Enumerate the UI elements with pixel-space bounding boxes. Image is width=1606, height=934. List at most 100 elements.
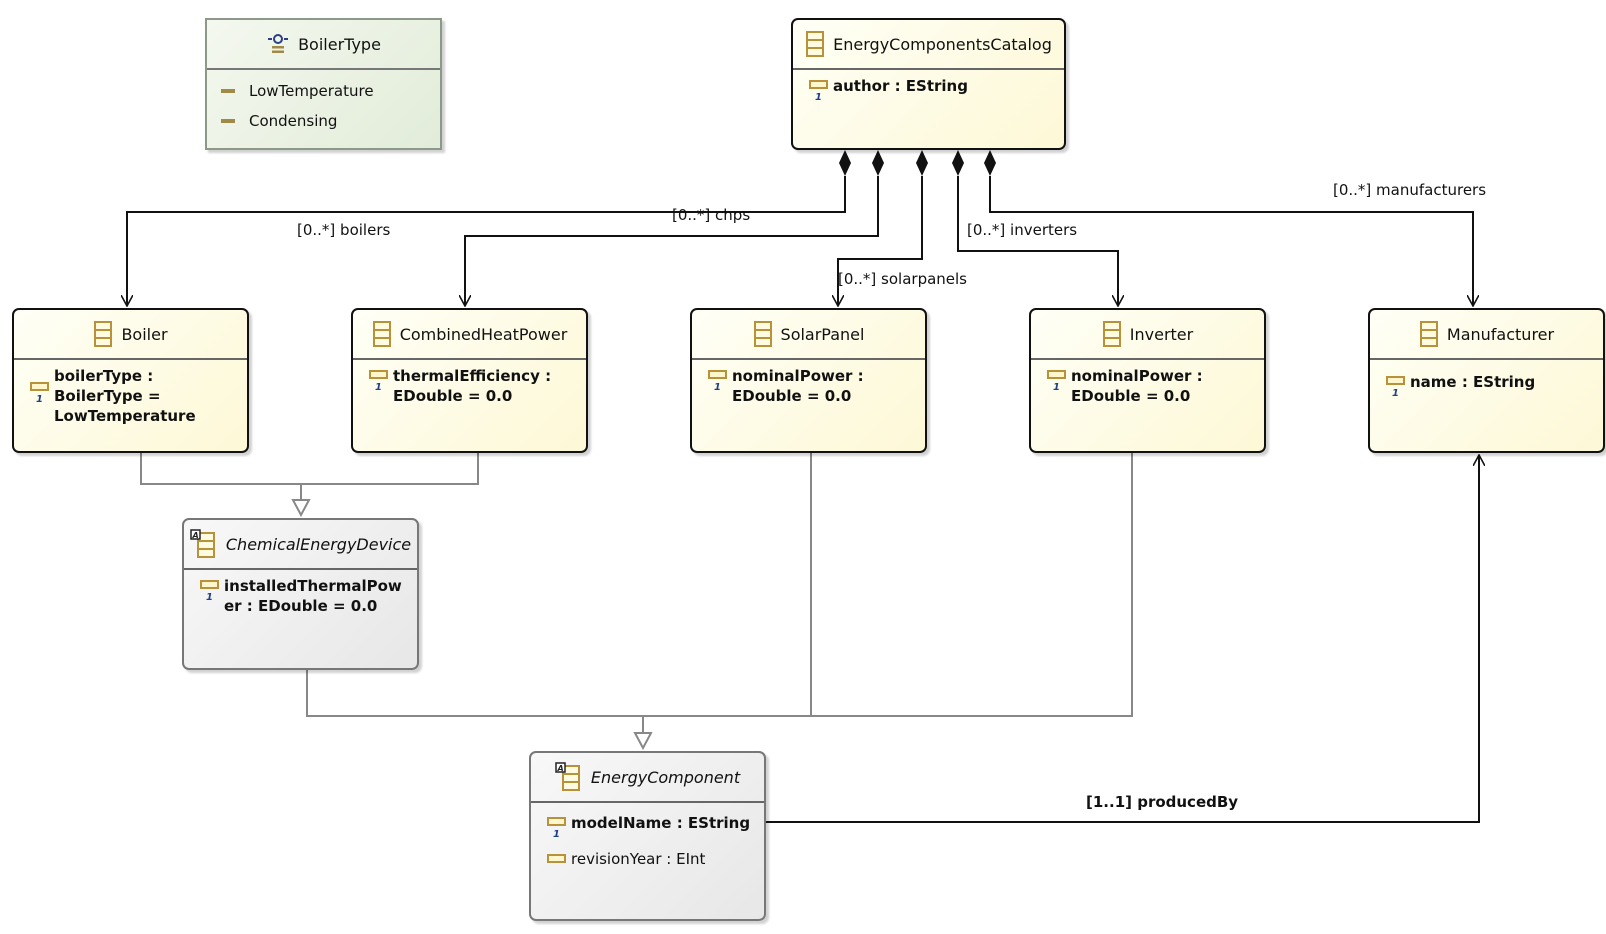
class-name: ChemicalEnergyDevice [225,534,412,554]
enum-icon [268,34,289,53]
attribute-label: name : EString [1410,373,1536,391]
class-manufacturer[interactable]: Manufacturer 1 name : EString [1368,308,1605,453]
attribute-row[interactable]: 1 name : EString [1370,370,1603,400]
literal-icon [221,89,235,93]
inheritance-triangle [633,732,653,751]
ref-producedby-label: [1..1] producedBy [1086,793,1239,811]
class-name: Inverter [1129,324,1194,344]
enum-name: BoilerType [298,34,381,54]
ref-producedby-line [764,455,1479,823]
composition-diamond [872,150,884,176]
class-icon [372,321,391,347]
enum-boiler-type[interactable]: BoilerType LowTemperature Condensing [205,18,442,150]
composition-diamond [952,150,964,176]
class-header: Boiler [14,310,247,360]
class-header: A EnergyComponent [531,753,764,803]
attribute-icon: 1 [30,382,49,404]
attribute-label: revisionYear : EInt [571,850,706,868]
class-name: EnergyComponentsCatalog [833,34,1052,54]
composition-diamond [916,150,928,176]
class-icon [753,321,772,347]
attribute-row[interactable]: revisionYear : EInt [531,847,764,871]
ref-manufacturers-label: [0..*] manufacturers [1333,181,1487,199]
attribute-label: author : EString [833,77,968,95]
class-name: Boiler [121,324,168,344]
multiplicity-mark: 1 [553,829,560,839]
literal-label: LowTemperature [249,82,374,100]
attribute-label: nominalPower : EDouble = 0.0 [1071,367,1203,405]
multiplicity-mark: 1 [36,394,43,404]
attribute-row[interactable]: 1 thermalEfficiency : EDouble = 0.0 [353,364,586,408]
attribute-row[interactable]: 1 nominalPower : EDouble = 0.0 [692,364,925,408]
attribute-row[interactable]: 1 modelName : EString [531,811,764,847]
multiplicity-mark: 1 [1392,388,1399,398]
ref-boilers-label: [0..*] boilers [297,221,391,239]
attribute-icon: 1 [200,580,219,602]
class-solar-panel[interactable]: SolarPanel 1 nominalPower : EDouble = 0.… [690,308,927,453]
ref-chps-label: [0..*] chps [672,206,751,224]
inherit-chp-line [300,453,479,500]
class-icon [806,31,825,57]
attribute-row[interactable]: 1 author : EString [793,74,1064,104]
attribute-row[interactable]: 1 installedThermalPow er : EDouble = 0.0 [184,574,417,618]
inheritance-triangle [291,499,311,518]
abstract-class-icon: A [190,529,215,558]
class-name: SolarPanel [780,324,865,344]
attribute-icon: 1 [708,370,727,392]
multiplicity-mark: 1 [206,592,213,602]
class-name: Manufacturer [1446,324,1555,344]
class-energy-components-catalog[interactable]: EnergyComponentsCatalog 1 author : EStri… [791,18,1066,150]
abstract-class-icon: A [555,762,580,791]
multiplicity-mark: 1 [1053,382,1060,392]
multiplicity-mark: 1 [375,382,382,392]
inherit-inverter-line [811,453,1133,717]
svg-text:A: A [556,764,563,773]
enum-literal[interactable]: Condensing [207,106,440,136]
composition-diamond [839,150,851,176]
attribute-icon: 1 [809,80,828,102]
attribute-icon: 1 [1386,376,1405,398]
attribute-icon: 1 [369,370,388,392]
inherit-chemical-line [306,670,643,717]
class-header: A ChemicalEnergyDevice [184,520,417,570]
composition-diamond [984,150,996,176]
class-name: EnergyComponent [590,767,741,787]
ref-solarpanels-line [838,176,923,306]
attribute-icon: 1 [1047,370,1066,392]
ref-manufacturers-line [989,176,1473,306]
attribute-label: installedThermalPow er : EDouble = 0.0 [224,577,402,615]
class-icon [1102,321,1121,347]
class-name: CombinedHeatPower [399,324,568,344]
attribute-row[interactable]: 1 boilerType : BoilerType = LowTemperatu… [14,364,247,428]
class-inverter[interactable]: Inverter 1 nominalPower : EDouble = 0.0 [1029,308,1266,453]
class-boiler[interactable]: Boiler 1 boilerType : BoilerType = LowTe… [12,308,249,453]
attribute-label: modelName : EString [571,814,751,832]
class-header: CombinedHeatPower [353,310,586,360]
attribute-icon: 1 [547,817,566,839]
class-header: EnergyComponentsCatalog [793,20,1064,70]
class-header: Manufacturer [1370,310,1603,360]
class-combined-heat-power[interactable]: CombinedHeatPower 1 thermalEfficiency : … [351,308,588,453]
class-icon [1419,321,1438,347]
class-icon [94,321,113,347]
attribute-label: boilerType : BoilerType = LowTemperature [54,367,196,425]
multiplicity-mark: 1 [815,92,822,102]
inherit-solar-line [643,453,812,717]
attribute-icon [547,854,566,863]
ref-inverters-line [957,176,1118,306]
attribute-label: thermalEfficiency : EDouble = 0.0 [393,367,552,405]
inherit-boiler-line [140,453,301,485]
literal-icon [221,119,235,123]
multiplicity-mark: 1 [714,382,721,392]
attribute-row[interactable]: 1 nominalPower : EDouble = 0.0 [1031,364,1264,408]
ref-solarpanels-label: [0..*] solarpanels [838,270,968,288]
ref-inverters-label: [0..*] inverters [967,221,1078,239]
class-chemical-energy-device[interactable]: A ChemicalEnergyDevice 1 installedTherma… [182,518,419,670]
literal-label: Condensing [249,112,338,130]
enum-literal[interactable]: LowTemperature [207,76,440,106]
ref-boilers-line [127,176,846,306]
class-header: SolarPanel [692,310,925,360]
ref-chps-line [465,176,879,306]
class-energy-component[interactable]: A EnergyComponent 1 modelName : EString … [529,751,766,921]
